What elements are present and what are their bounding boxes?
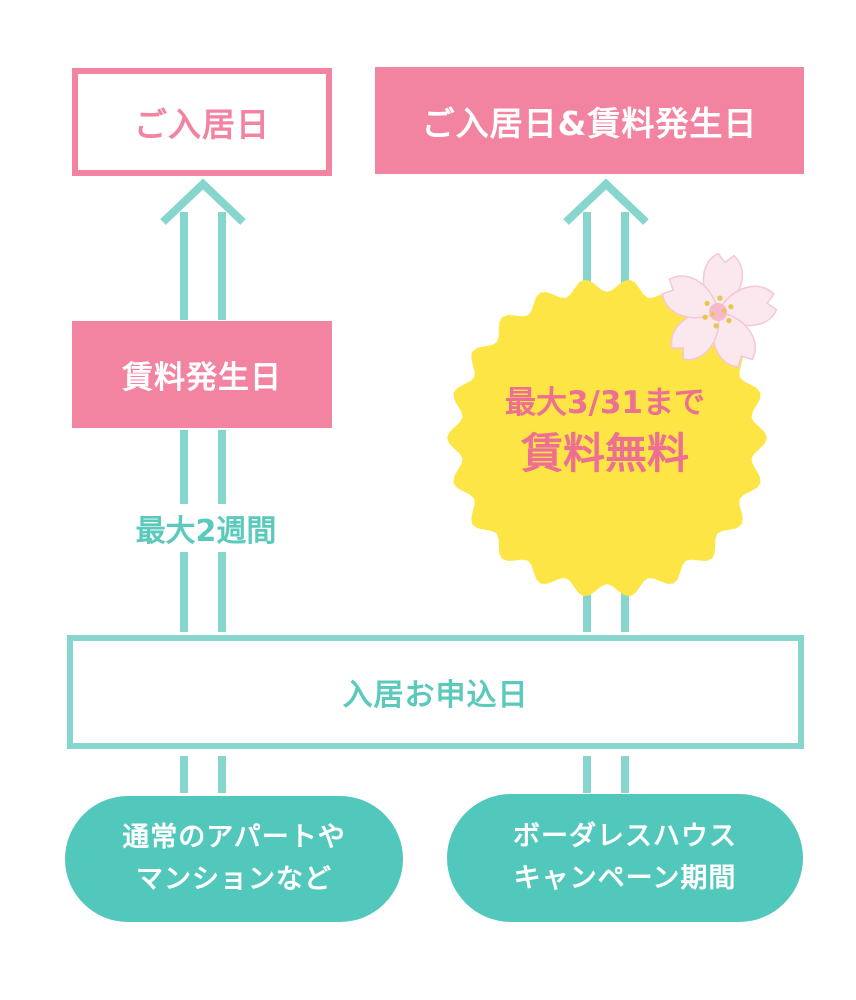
- regular-apartment-line-1: 通常のアパートや: [122, 822, 346, 853]
- rent-start-date-box: 賃料発生日: [72, 321, 332, 428]
- campaign-period-pill: ボーダレスハウス キャンペーン期間: [447, 794, 803, 922]
- campaign-period-line-2: キャンペーン期間: [513, 863, 737, 894]
- gap-duration-label: 最大2週間: [88, 504, 324, 552]
- badge-line-1: 最大3/31まで: [504, 385, 706, 421]
- badge-line-2: 賃料無料: [520, 429, 689, 478]
- cherry-blossom-icon: [661, 252, 778, 368]
- free-rent-badge-text: 最大3/31まで 賃料無料: [455, 382, 755, 484]
- left-arrow-head-icon: [160, 178, 246, 225]
- right-arrow-head-icon: [563, 178, 649, 225]
- move-in-and-rent-start-label: ご入居日&賃料発生日: [421, 103, 758, 143]
- application-date-label: 入居お申込日: [342, 678, 529, 713]
- rent-start-date-label: 賃料発生日: [122, 360, 282, 396]
- regular-apartment-pill: 通常のアパートや マンションなど: [65, 796, 403, 922]
- campaign-period-line-1: ボーダレスハウス: [513, 821, 737, 852]
- move-in-and-rent-start-box: ご入居日&賃料発生日: [375, 67, 804, 174]
- move-in-date-box: ご入居日: [72, 68, 332, 176]
- move-in-date-label: ご入居日: [134, 105, 270, 144]
- application-date-box: 入居お申込日: [67, 635, 804, 749]
- regular-apartment-line-2: マンションなど: [136, 864, 332, 895]
